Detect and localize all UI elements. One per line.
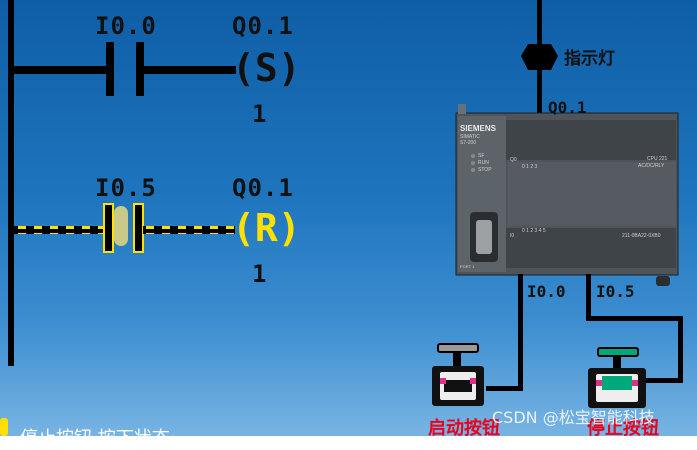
plc-cpu: CPU 221: [647, 156, 668, 162]
wire-i05-bottom: [646, 378, 683, 383]
rung2-contact-highlight: [114, 206, 128, 246]
diagram-graphics: [0, 0, 683, 436]
rung2-contact-label: I0.5: [95, 174, 157, 202]
wire-i00-horizontal: [486, 386, 523, 391]
plc-led-run: RUN: [478, 160, 489, 166]
plc-brand: SIEMENS: [460, 124, 497, 133]
plc-model: S7-200: [460, 140, 477, 146]
caption-bullet: [0, 418, 8, 436]
rung1-coil-count: 1: [252, 100, 268, 128]
rung2-coil-symbol: (R): [232, 206, 301, 250]
plc-series: SIMATIC: [460, 134, 480, 140]
plc-unit: [455, 104, 679, 286]
output-terminal-label: Q0.1: [548, 98, 587, 117]
wire-i05-down: [678, 316, 683, 382]
rung2-coil-count: 1: [252, 260, 268, 288]
rung1-contact-left-bar: [106, 42, 114, 96]
rung2-contact-right-bar: [133, 203, 144, 253]
rung2-coil-label: Q0.1: [232, 174, 294, 202]
rung1-wire-right: [144, 66, 236, 74]
plc-in-row-prefix: I0: [510, 233, 515, 239]
input-terminal-i05-label: I0.5: [596, 282, 635, 301]
caption-text: 停止按钮 按下状态: [20, 428, 170, 449]
wire-i00-vertical: [518, 274, 523, 390]
rung2-wire-right: [143, 226, 235, 234]
stop-button-label: 停止按钮: [587, 418, 659, 439]
plc-led-stop: STOP: [478, 167, 492, 173]
plc-order-no: 211-0BA22-0XB0: [622, 233, 661, 239]
rung1-contact-right-bar: [136, 42, 144, 96]
rung1-wire-left: [14, 66, 108, 74]
indicator-lamp-icon: [521, 44, 558, 70]
plc-port-label: PORT 1: [460, 264, 475, 269]
watermark: CSDN @松宝智能科技: [492, 408, 655, 427]
stop-button-icon[interactable]: [588, 347, 646, 408]
rung1-coil-symbol: (S): [232, 46, 301, 90]
left-power-rail: [8, 0, 14, 366]
indicator-lamp-label: 指示灯: [564, 49, 615, 69]
plc-cpu-type: AC/DC/RLY: [638, 163, 665, 169]
plc-out-row-nums: 0 1 2 3: [522, 164, 538, 170]
rung1-coil-label: Q0.1: [232, 12, 294, 40]
rung1-contact-label: I0.0: [95, 12, 157, 40]
plc-out-row-prefix: Q0: [510, 157, 517, 163]
plc-in-row-nums: 0 1 2 3 4 5: [522, 228, 546, 234]
wire-i05-vertical: [586, 274, 591, 320]
wire-i05-horizontal: [586, 316, 683, 321]
start-button-label: 启动按钮: [428, 418, 500, 439]
ladder-diagram-canvas: I0.0 Q0.1 (S) 1 I0.5 Q0.1 (R) 1 指示灯 Q0.1…: [0, 0, 697, 439]
rung2-wire-left: [14, 226, 106, 234]
plc-led-sf: SF: [478, 153, 485, 159]
input-terminal-i00-label: I0.0: [527, 282, 566, 301]
rung2-contact-left-bar: [103, 203, 114, 253]
start-button-icon[interactable]: [432, 343, 484, 406]
